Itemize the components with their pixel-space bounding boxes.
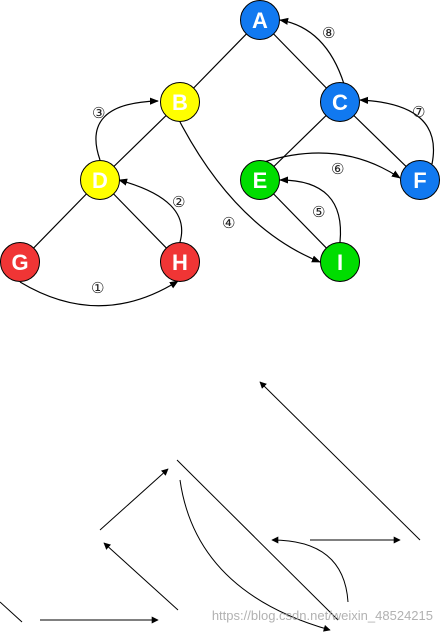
sketch-arrow-9 bbox=[259, 381, 421, 541]
traversal-arrows bbox=[19, 17, 434, 307]
node-d-label: D bbox=[92, 168, 108, 193]
tree-nodes: A B C D E F G H bbox=[0, 0, 440, 282]
step-arrow-6 bbox=[263, 152, 401, 179]
node-d-circle bbox=[80, 160, 120, 200]
step-arrow-2 bbox=[118, 178, 183, 243]
node-f-label: F bbox=[413, 168, 426, 193]
step-label-1: ① bbox=[91, 279, 104, 297]
node-g-circle bbox=[0, 242, 40, 282]
tree-edges bbox=[19, 19, 421, 263]
sketch-arrow-7 bbox=[271, 536, 349, 603]
step-label-6: ⑥ bbox=[331, 160, 344, 178]
node-e-circle bbox=[240, 160, 280, 200]
node-c: C bbox=[320, 82, 360, 122]
step-label-5: ⑤ bbox=[312, 203, 325, 221]
node-i-label: I bbox=[337, 250, 343, 275]
lower-arrow-sketch bbox=[0, 381, 421, 632]
node-d: D bbox=[80, 160, 120, 200]
sketch-line-1 bbox=[0, 601, 23, 623]
watermark-url: https://blog.csdn.net/weixin_48524215 bbox=[211, 608, 433, 623]
node-h-label: H bbox=[172, 250, 188, 275]
step-arrow-8 bbox=[279, 17, 345, 85]
node-f: F bbox=[400, 160, 440, 200]
node-h-circle bbox=[160, 242, 200, 282]
node-a-label: A bbox=[252, 8, 268, 33]
step-arrow-7 bbox=[359, 96, 434, 165]
node-b-label: B bbox=[172, 90, 188, 115]
node-c-circle bbox=[320, 82, 360, 122]
step-arrow-1 bbox=[19, 280, 179, 307]
step-arrow-5 bbox=[279, 176, 342, 243]
step-arrow-3 bbox=[95, 97, 159, 161]
step-label-8: ⑧ bbox=[322, 24, 335, 42]
sketch-arrow-6 bbox=[179, 479, 331, 632]
node-g: G bbox=[0, 242, 40, 282]
node-b: B bbox=[160, 82, 200, 122]
step-label-2: ② bbox=[172, 193, 185, 211]
node-i-circle bbox=[320, 242, 360, 282]
node-i: I bbox=[320, 242, 360, 282]
node-b-circle bbox=[160, 82, 200, 122]
step-arrow-4 bbox=[179, 121, 321, 263]
node-a-circle bbox=[240, 0, 280, 40]
sketch-arrow-4 bbox=[99, 468, 169, 531]
node-g-label: G bbox=[11, 250, 28, 275]
node-h: H bbox=[160, 242, 200, 282]
sketch-line-5 bbox=[176, 459, 339, 621]
step-label-7: ⑦ bbox=[412, 103, 425, 121]
step-label-4: ④ bbox=[222, 214, 235, 232]
node-c-label: C bbox=[332, 90, 348, 115]
node-e: E bbox=[240, 160, 280, 200]
node-e-label: E bbox=[253, 168, 268, 193]
sketch-arrow-3 bbox=[103, 542, 179, 611]
step-label-3: ③ bbox=[92, 104, 105, 122]
step-labels: ① ② ③ ④ ⑤ ⑥ ⑦ ⑧ bbox=[91, 24, 425, 297]
node-f-circle bbox=[400, 160, 440, 200]
node-a: A bbox=[240, 0, 280, 40]
